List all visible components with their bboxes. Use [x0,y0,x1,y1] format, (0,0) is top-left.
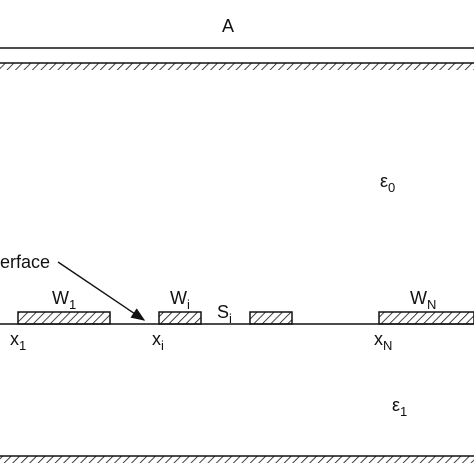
strip-n-position-label: xN [374,329,392,352]
strip-i [158,311,202,325]
strip-n-width-sub: N [427,297,437,312]
epsilon-lower-sub: 1 [400,404,408,419]
interface-label: erface [0,252,51,272]
epsilon-upper-base: ε [380,171,389,191]
strip-1-position-label: x1 [10,329,26,352]
spacing-sub: i [229,311,232,326]
strip-1-position-sub: 1 [19,338,27,353]
epsilon-upper-label: ε0 [380,171,395,194]
strip-n-position-sub: N [383,338,393,353]
strip-i-position-base: x [152,329,161,349]
strip-1-width-base: W [52,288,69,308]
strip-i-position-label: xi [152,329,164,352]
strip-i-position-sub: i [161,338,164,353]
spacing-base: S [217,302,230,322]
interface-arrow [57,261,146,321]
strip-1-width-label: W1 [52,288,76,311]
strip-n-width-base: W [410,288,427,308]
spacing-label: Si [217,302,232,325]
top-ground-plane [0,63,474,70]
strip-i-width-base: W [170,288,187,308]
epsilon-upper-sub: 0 [388,180,396,195]
strip-i-plus-1 [249,311,293,325]
strip-1 [17,311,111,325]
epsilon-lower-base: ε [392,395,401,415]
strip-1-position-base: x [10,329,19,349]
strip-i-width-sub: i [187,297,190,312]
strip-1-width-sub: 1 [69,297,77,312]
strip-n-position-base: x [374,329,383,349]
dimension-label-a: A [222,16,235,36]
strip-i-width-label: Wi [170,288,190,311]
strip-n [378,311,474,325]
strip-n-width-label: WN [410,288,436,311]
epsilon-lower-label: ε1 [392,395,407,418]
bottom-ground-plane [0,456,474,463]
